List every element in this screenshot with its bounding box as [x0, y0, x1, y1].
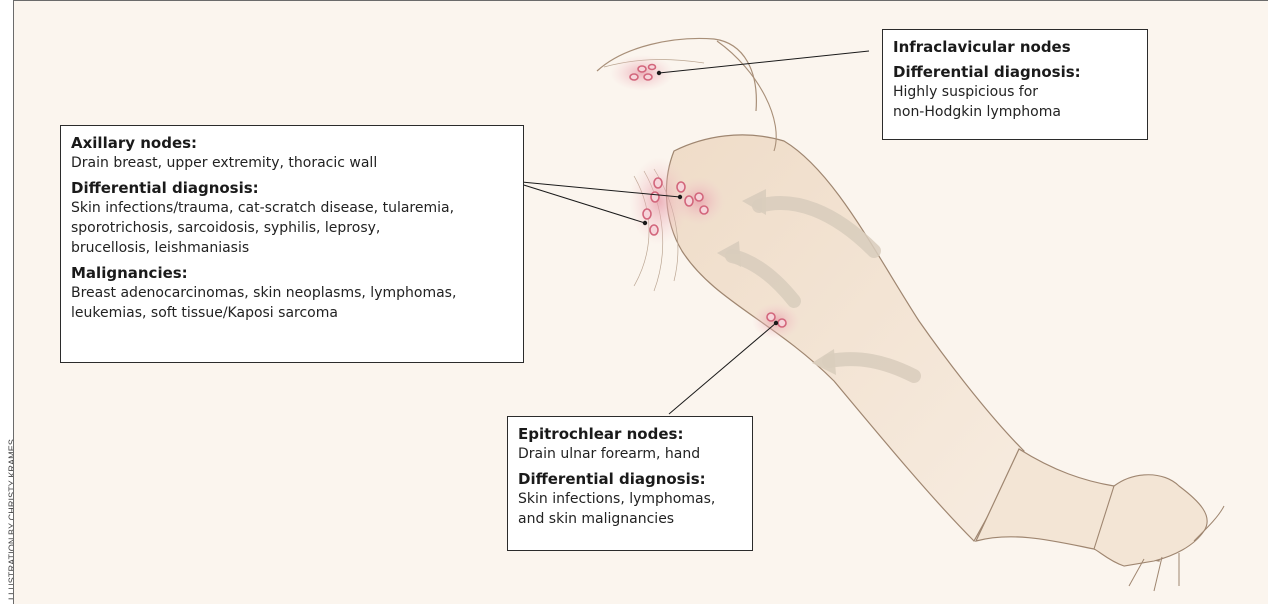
node-axil-8: [700, 206, 708, 214]
axillary-mal-line-1: Breast adenocarcinomas, skin neoplasms, …: [71, 283, 513, 303]
dot-epi: [774, 321, 778, 325]
axillary-dd-line-3: brucellosis, leishmaniasis: [71, 238, 513, 258]
infraclavicular-callout: Infraclavicular nodes Differential diagn…: [882, 29, 1148, 140]
epitrochlear-dd-line-1: Skin infections, lymphomas,: [518, 489, 742, 509]
infraclavicular-glow: [610, 55, 674, 91]
node-axil-3: [643, 209, 651, 219]
infraclavicular-dd-line-2: non-Hodgkin lymphoma: [893, 102, 1137, 122]
axillary-drain: Drain breast, upper extremity, thoracic …: [71, 153, 513, 173]
illustration-frame: Infraclavicular nodes Differential diagn…: [13, 0, 1268, 604]
axillary-title: Axillary nodes:: [71, 134, 513, 153]
node-infra-2: [638, 66, 646, 72]
epitrochlear-dd-line-2: and skin malignancies: [518, 509, 742, 529]
node-infra-3: [644, 74, 652, 80]
epitrochlear-dd-heading: Differential diagnosis:: [518, 470, 742, 489]
leader-epi: [669, 323, 776, 414]
infraclavicular-title: Infraclavicular nodes: [893, 38, 1137, 57]
leader-infra: [659, 51, 869, 73]
axillary-dd-line-2: sporotrichosis, sarcoidosis, syphilis, l…: [71, 218, 513, 238]
epitrochlear-title: Epitrochlear nodes:: [518, 425, 742, 444]
finger-2: [1154, 557, 1162, 591]
node-epi-2: [778, 319, 786, 327]
node-axil-6: [685, 196, 693, 206]
node-axil-2: [651, 192, 659, 202]
node-axil-4: [650, 225, 658, 235]
node-infra-1: [630, 74, 638, 80]
node-axil-5: [677, 182, 685, 192]
dot-infra: [657, 71, 661, 75]
axillary-dd-line-1: Skin infections/trauma, cat-scratch dise…: [71, 198, 513, 218]
epitrochlear-callout: Epitrochlear nodes: Drain ulnar forearm,…: [507, 416, 753, 551]
axillary-callout: Axillary nodes: Drain breast, upper extr…: [60, 125, 524, 363]
node-axil-7: [695, 193, 703, 201]
node-axil-1: [654, 178, 662, 188]
infraclavicular-dd-line-1: Highly suspicious for: [893, 82, 1137, 102]
infraclavicular-dd-heading: Differential diagnosis:: [893, 63, 1137, 82]
node-infra-4: [649, 65, 656, 70]
illustration-credit: LLUSTRATION BY CHRISTY KRAMES: [0, 0, 13, 603]
dot-axil-1: [678, 195, 682, 199]
axillary-mal-line-2: leukemias, soft tissue/Kaposi sarcoma: [71, 303, 513, 323]
dot-axil-2: [643, 221, 647, 225]
axillary-mal-heading: Malignancies:: [71, 264, 513, 283]
epitrochlear-drain: Drain ulnar forearm, hand: [518, 444, 742, 464]
node-epi-1: [767, 313, 775, 321]
axillary-dd-heading: Differential diagnosis:: [71, 179, 513, 198]
